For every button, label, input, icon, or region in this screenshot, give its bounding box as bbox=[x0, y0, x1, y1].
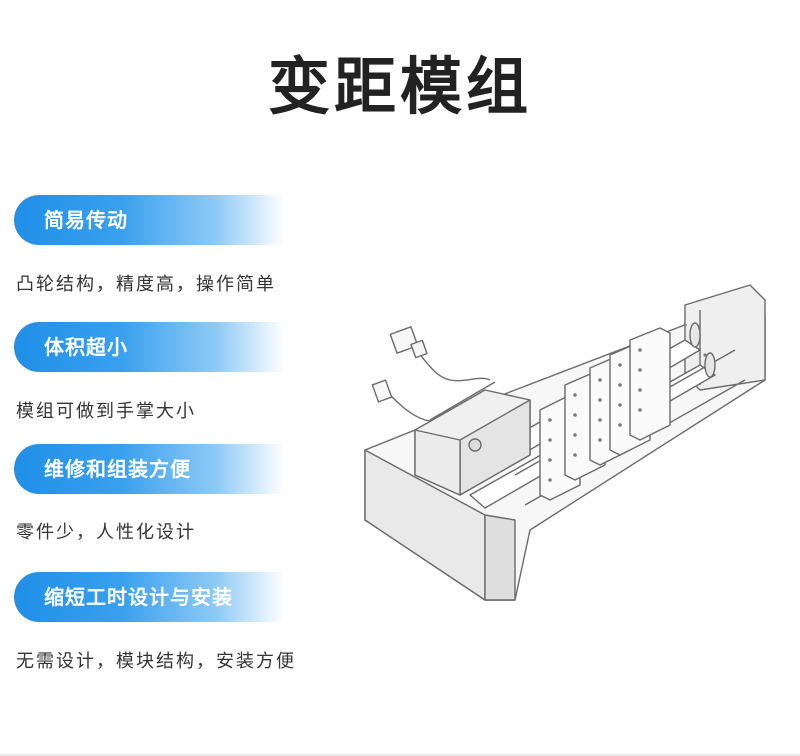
feature-heading-label: 简易传动 bbox=[44, 208, 128, 232]
feature-heading-2: 体积超小 bbox=[14, 322, 284, 372]
feature-description-2: 模组可做到手掌大小 bbox=[16, 401, 196, 422]
feature-heading-label: 缩短工时设计与安装 bbox=[44, 585, 233, 609]
feature-heading-3: 维修和组装方便 bbox=[14, 444, 284, 494]
feature-description-3: 零件少，人性化设计 bbox=[16, 522, 196, 543]
variable-pitch-module-drawing bbox=[364, 284, 766, 601]
feature-heading-1: 简易传动 bbox=[14, 195, 284, 245]
feature-description-4: 无需设计，模块结构，安装方便 bbox=[16, 651, 296, 672]
feature-heading-label: 维修和组装方便 bbox=[44, 457, 191, 481]
feature-description-1: 凸轮结构，精度高，操作简单 bbox=[16, 274, 276, 295]
bottom-divider bbox=[0, 754, 800, 756]
feature-heading-4: 缩短工时设计与安装 bbox=[14, 572, 284, 622]
feature-heading-label: 体积超小 bbox=[44, 335, 128, 359]
page-title: 变距模组 bbox=[267, 50, 532, 123]
